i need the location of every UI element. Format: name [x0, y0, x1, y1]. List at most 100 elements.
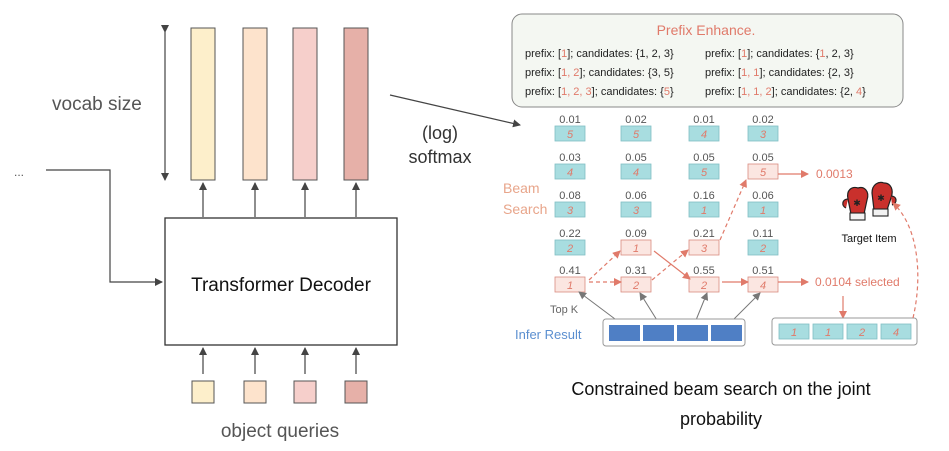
mitten-left-thumb: [842, 198, 849, 209]
beam-prob-label: 0.51: [752, 265, 773, 277]
object-query-4: [344, 380, 368, 404]
logit-bar-4: [343, 27, 369, 181]
beam-token-label: 3: [701, 243, 708, 255]
prefix-enhance-panel: Prefix Enhance. prefix: [1]; candidates:…: [511, 13, 904, 108]
beam-token-label: 5: [567, 129, 574, 141]
beam-token-label: 2: [700, 280, 707, 292]
logit-bar-2: [242, 27, 268, 181]
beam-token-label: 5: [701, 167, 708, 179]
beam-token: [688, 163, 720, 180]
vocab-size-label: vocab size: [52, 94, 142, 115]
beam-prob-label: 0.41: [559, 265, 580, 277]
beam-token-selected: [688, 276, 720, 293]
beam-token-label: 1: [701, 205, 707, 217]
infer-token: [609, 325, 640, 341]
prefix-enhance-box: [511, 13, 904, 108]
beam-prob-label: 0.02: [625, 114, 646, 126]
mittens-icon: ✱ ✱: [842, 181, 897, 221]
beam-token: [554, 163, 586, 180]
beam-prob-label: 0.06: [752, 190, 773, 202]
object-queries-label: object queries: [221, 421, 339, 442]
prefix-row-1-right: prefix: [1]; candidates: {1, 2, 3}: [705, 48, 854, 60]
beam-token: [620, 163, 652, 180]
prefix-row-2-right: prefix: [1, 1]; candidates: {2, 3}: [705, 67, 854, 79]
beam-token-label: 4: [633, 167, 639, 179]
beam-prob-label: 0.21: [693, 228, 714, 240]
path-arrow: [651, 249, 689, 281]
ellipsis-label: ...: [14, 165, 24, 179]
beam-token: [747, 125, 779, 142]
beam-token: [688, 201, 720, 218]
beam-path: [588, 170, 847, 319]
beam-token-selected: [747, 163, 779, 180]
beam-prob-label: 0.01: [559, 114, 580, 126]
infer-result-label: Infer Result: [515, 327, 582, 342]
infer-token: [711, 325, 742, 341]
result-token-label: 4: [893, 327, 899, 339]
beam-search-label-line1: Beam: [503, 180, 540, 196]
path-arrow: [719, 179, 747, 241]
mitten-left: [847, 186, 869, 215]
object-query-1: [191, 380, 215, 404]
target-link-arrow: [892, 202, 919, 319]
transformer-decoder-box: [164, 217, 398, 346]
beam-prob-label: 0.01: [693, 114, 714, 126]
infer-token: [643, 325, 674, 341]
mitten-right: [871, 181, 893, 211]
beam-token-selected: [554, 276, 586, 293]
beam-token: [620, 125, 652, 142]
softmax-arrow: [389, 94, 521, 128]
beam-token-label: 2: [566, 243, 573, 255]
beam-token-label: 2: [759, 243, 766, 255]
logit-bar-3: [292, 27, 318, 181]
path-arrow: [588, 250, 621, 281]
beam-token: [554, 201, 586, 218]
beam-token-label: 5: [760, 167, 767, 179]
beam-token-label: 4: [701, 129, 707, 141]
beam-token-label: 4: [567, 167, 573, 179]
beam-search-label-line2: Search: [503, 201, 547, 217]
beam-prob-label: 0.09: [625, 228, 646, 240]
beam-grid: 0.0150.0340.0830.2220.4110.0250.0540.063…: [554, 114, 779, 293]
context-input-arrow: [46, 169, 163, 286]
transformer-decoder-label: Transformer Decoder: [191, 275, 372, 296]
result-token: [880, 323, 912, 340]
beam-prob-label: 0.16: [693, 190, 714, 202]
beam-prob-label: 0.05: [752, 152, 773, 164]
prefix-row-3-left: prefix: [1, 2, 3]; candidates: {5}: [525, 86, 674, 98]
beam-token-label: 1: [760, 205, 766, 217]
left-panel: vocab size Transformer Decoder ... objec…: [14, 25, 398, 442]
mitten-right-star: ✱: [877, 193, 885, 203]
beam-token: [554, 125, 586, 142]
mitten-left-cuff: [849, 212, 866, 221]
result-token-label: 1: [825, 327, 831, 339]
beam-prob-label: 0.55: [693, 265, 714, 277]
beam-prob-label: 0.31: [625, 265, 646, 277]
result-token-label: 1: [791, 327, 797, 339]
path-arrow: [653, 250, 691, 280]
result-token: [812, 323, 844, 340]
beam-prob-label: 0.22: [559, 228, 580, 240]
beam-token-label: 1: [567, 280, 573, 292]
beam-prob-label: 0.11: [753, 228, 774, 240]
object-query-2: [243, 380, 267, 404]
result-token: [778, 323, 810, 340]
beam-prob-label: 0.02: [752, 114, 773, 126]
caption-line1: Constrained beam search on the joint: [571, 379, 870, 399]
topk-label: Top K: [550, 304, 579, 316]
infer-token: [677, 325, 708, 341]
beam-token: [747, 239, 779, 256]
beam-token: [688, 125, 720, 142]
beam-token-selected: [620, 239, 652, 256]
beam-token: [554, 239, 586, 256]
target-item-label: Target Item: [841, 233, 896, 245]
result-token-label: 2: [858, 327, 865, 339]
mitten-right-cuff: [872, 208, 889, 217]
object-query-3: [293, 380, 317, 404]
beam-prob-label: 0.03: [559, 152, 580, 164]
beam-prob-label: 0.08: [559, 190, 580, 202]
beam-prob-label: 0.05: [625, 152, 646, 164]
prefix-row-1-left: prefix: [1]; candidates: {1, 2, 3}: [525, 48, 674, 60]
result-token: [846, 323, 878, 340]
